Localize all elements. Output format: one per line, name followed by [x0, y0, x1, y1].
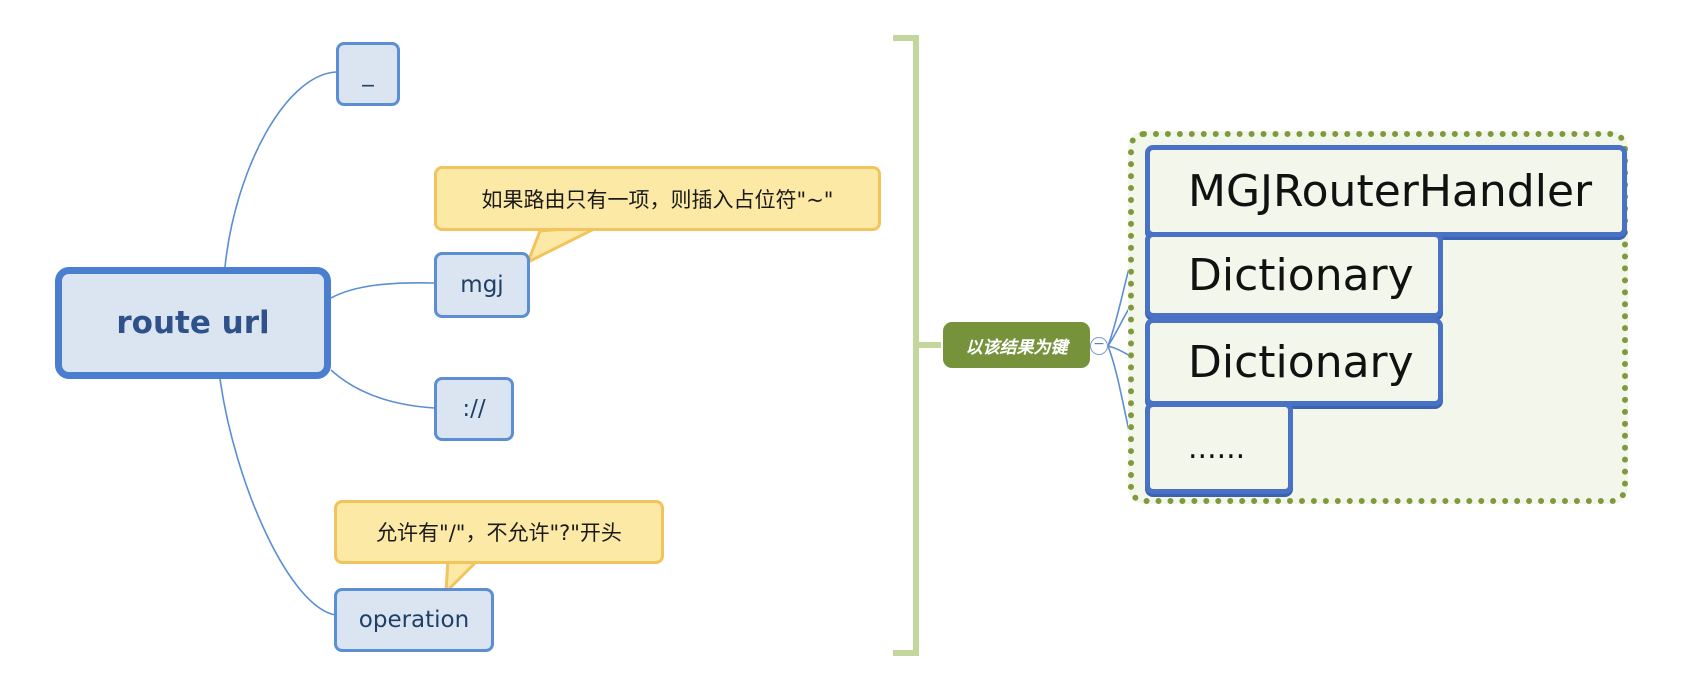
- topic-underscore[interactable]: _: [336, 42, 400, 106]
- collapse-symbol: −: [1093, 336, 1105, 352]
- callout-operation[interactable]: 允许有"/"，不允许"?"开头: [334, 500, 664, 564]
- callout-mgj[interactable]: 如果路由只有一项，则插入占位符"~": [434, 166, 881, 231]
- entry-router-handler[interactable]: MGJRouterHandler: [1145, 145, 1627, 237]
- entry-router-handler-label: MGJRouterHandler: [1188, 165, 1593, 217]
- callout-operation-text: 允许有"/"，不允许"?"开头: [376, 521, 622, 545]
- entry-dictionary-2[interactable]: Dictionary: [1145, 318, 1443, 406]
- connector-root-underscore: [224, 71, 337, 268]
- summary-key-label[interactable]: 以该结果为键: [943, 322, 1090, 368]
- entry-dictionary-1-label: Dictionary: [1188, 249, 1414, 301]
- callout-mgj-text: 如果路由只有一项，则插入占位符"~": [481, 187, 834, 212]
- callout-pointer-mgj: [526, 224, 602, 264]
- topic-mgj-label: mgj: [460, 272, 504, 298]
- collapse-toggle-icon[interactable]: −: [1090, 337, 1108, 355]
- topic-operation[interactable]: operation: [334, 588, 494, 652]
- summary-key-text: 以该结果为键: [965, 337, 1068, 358]
- connector-root-scheme: [330, 369, 435, 409]
- connector-root-mgj: [330, 282, 435, 299]
- entry-dictionary-1[interactable]: Dictionary: [1145, 232, 1443, 318]
- connector-root-operation: [219, 378, 337, 616]
- root-topic[interactable]: route url: [55, 267, 331, 379]
- entry-ellipsis-label: ......: [1188, 430, 1246, 466]
- topic-scheme-separator-label: ://: [462, 396, 486, 422]
- topic-scheme-separator[interactable]: ://: [434, 377, 514, 441]
- root-topic-label: route url: [116, 305, 270, 341]
- group-bracket: [893, 35, 941, 656]
- topic-mgj[interactable]: mgj: [434, 252, 530, 318]
- entry-dictionary-2-label: Dictionary: [1188, 336, 1414, 388]
- topic-underscore-label: _: [362, 61, 374, 87]
- topic-operation-label: operation: [358, 607, 470, 633]
- entry-ellipsis[interactable]: ......: [1145, 402, 1293, 494]
